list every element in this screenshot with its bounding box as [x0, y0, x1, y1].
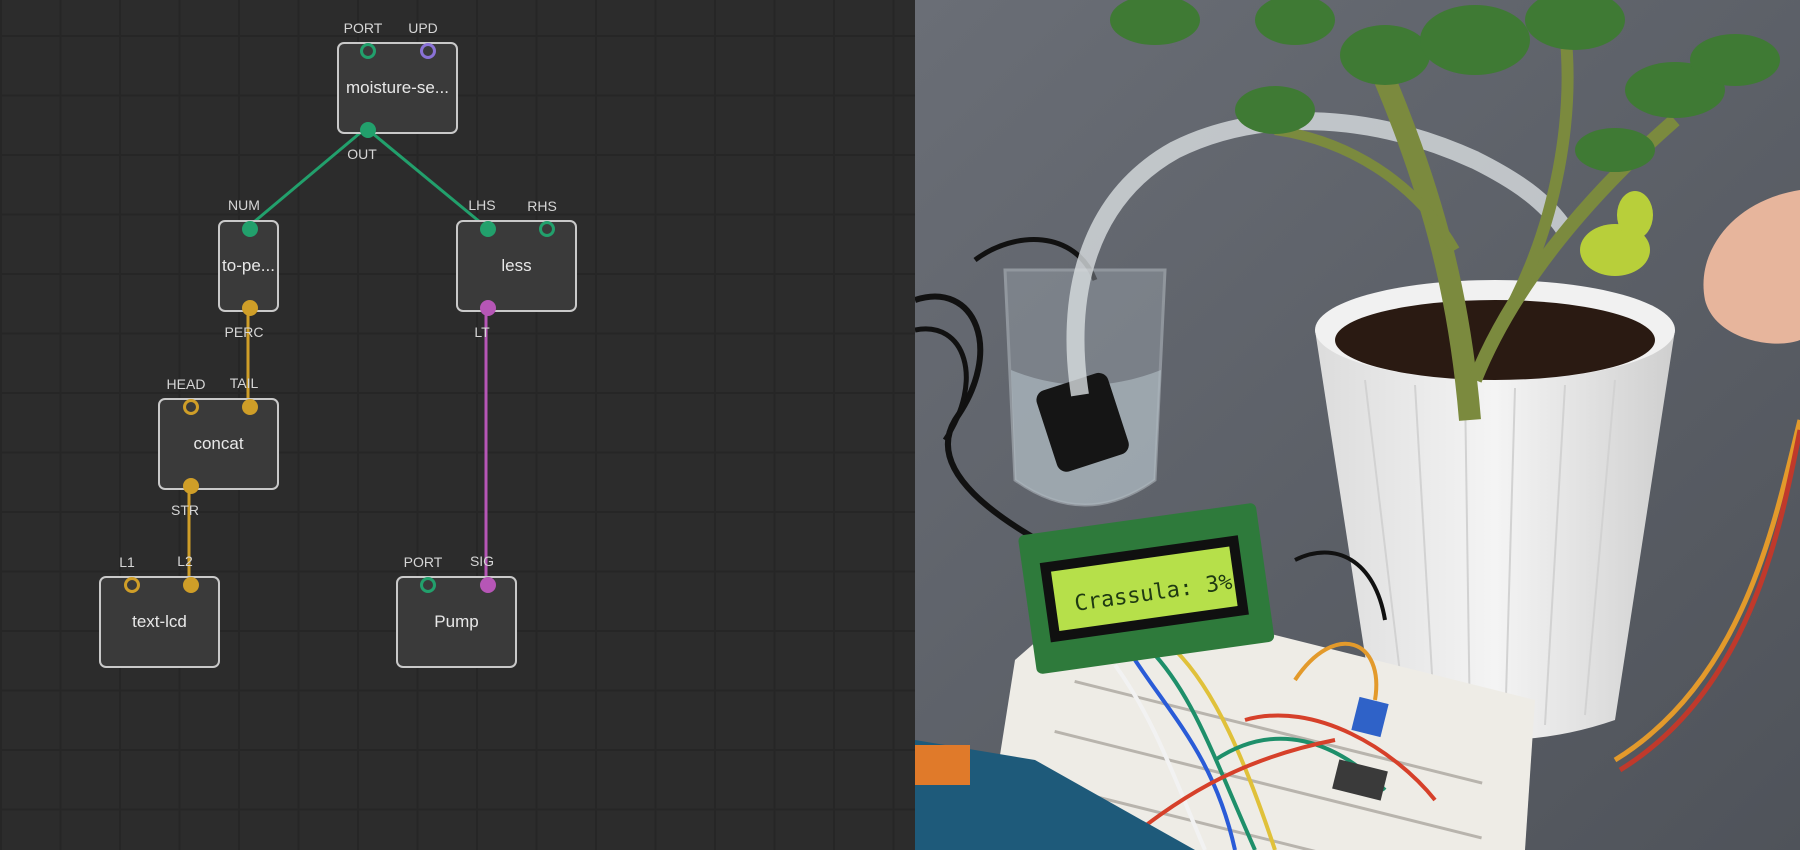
pin-sig[interactable]: SIG — [470, 553, 496, 593]
pin-label: HEAD — [166, 376, 206, 392]
pin-label: STR — [171, 502, 199, 518]
link-layer — [187, 126, 488, 583]
node-label: less — [501, 256, 532, 275]
photo-illustration — [915, 0, 1800, 850]
pin-port[interactable]: PORT — [404, 554, 442, 593]
node-label: moisture-se... — [346, 78, 449, 97]
transistor — [1332, 759, 1388, 801]
pin-upd[interactable]: UPD — [408, 20, 438, 59]
water-pump — [1036, 372, 1129, 472]
pin-num[interactable]: NUM — [228, 197, 260, 237]
pin-label: PORT — [343, 20, 383, 36]
usb-connector — [915, 745, 970, 785]
pin-label: SIG — [469, 553, 495, 569]
pin-label: OUT — [347, 146, 377, 162]
node-editor-canvas[interactable]: moisture-se... PORT UPD OUT to-pe... NUM… — [0, 0, 915, 850]
pin-label: NUM — [228, 197, 260, 213]
hardware-photo: Crassula: 3% — [915, 0, 1800, 850]
potentiometer — [1351, 696, 1389, 738]
pin-out[interactable]: OUT — [347, 122, 377, 162]
node-label: Pump — [434, 612, 479, 631]
pin-label: LHS — [468, 197, 496, 213]
pin-label: PERC — [224, 324, 264, 340]
node-moisture-sensor[interactable]: moisture-se... PORT UPD OUT — [337, 20, 458, 162]
pin-perc[interactable]: PERC — [225, 300, 263, 340]
pin-lhs[interactable]: LHS — [468, 197, 496, 237]
arduino-board — [915, 740, 1195, 850]
pin-l1[interactable]: L1 — [119, 554, 140, 593]
node-text-lcd[interactable]: text-lcd L1 L2 — [99, 553, 220, 668]
pin-str[interactable]: STR — [171, 478, 199, 518]
pin-rhs[interactable]: RHS — [527, 198, 557, 237]
pin-label: TAIL — [229, 375, 259, 391]
pin-label: L1 — [119, 554, 135, 570]
pin-label: UPD — [408, 20, 438, 36]
pin-label: L2 — [177, 553, 193, 569]
node-pump[interactable]: Pump PORT SIG — [396, 553, 517, 668]
pin-head[interactable]: HEAD — [167, 376, 205, 415]
link-moisture-less[interactable] — [365, 126, 487, 229]
lcd-module — [1018, 503, 1275, 674]
node-concat[interactable]: concat HEAD TAIL STR — [158, 375, 279, 518]
node-label: concat — [193, 434, 244, 453]
node-label: to-pe... — [222, 256, 275, 275]
pin-lt[interactable]: LT — [474, 300, 496, 340]
node-label: text-lcd — [132, 612, 187, 631]
pin-l2[interactable]: L2 — [177, 553, 199, 593]
pin-tail[interactable]: TAIL — [230, 375, 258, 415]
pin-label: RHS — [527, 198, 557, 214]
pin-label: LT — [474, 324, 490, 340]
crassula-plant — [1110, 0, 1780, 421]
plant-pot — [1315, 280, 1675, 740]
pin-label: PORT — [403, 554, 443, 570]
node-to-percent[interactable]: to-pe... NUM PERC — [218, 197, 279, 340]
pin-port[interactable]: PORT — [344, 20, 382, 59]
node-less[interactable]: less LHS RHS LT — [456, 197, 577, 340]
hand — [1703, 190, 1800, 344]
link-moisture-to-percent[interactable] — [247, 126, 367, 229]
